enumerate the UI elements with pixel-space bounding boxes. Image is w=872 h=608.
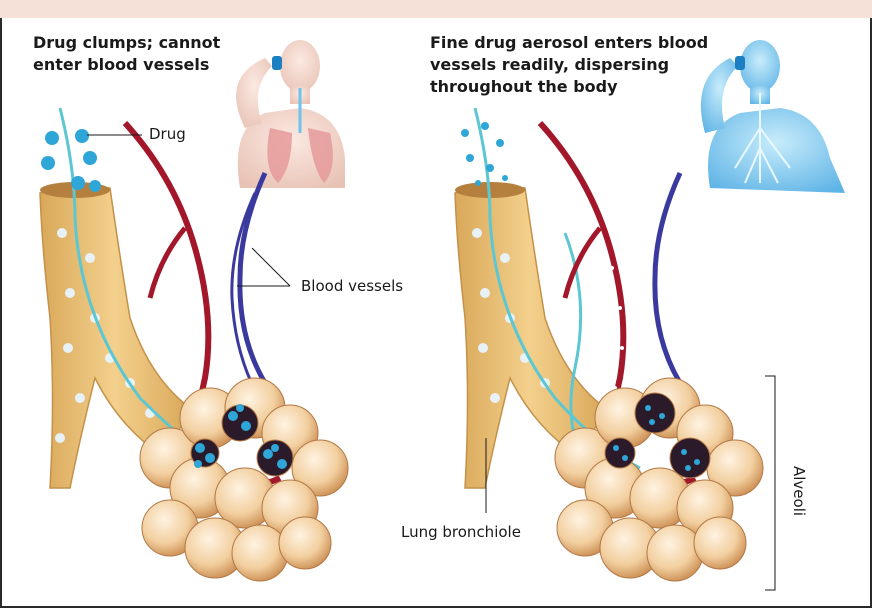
artery-branch-right [565, 228, 600, 298]
left-caption-line-2: enter blood vessels [33, 54, 220, 76]
right-caption: Fine drug aerosol enters blood vessels r… [430, 32, 708, 98]
alveoli-bracket [765, 376, 775, 590]
left-caption-line-1: Drug clumps; cannot [33, 32, 220, 54]
lung-bronchiole-label: Lung bronchiole [401, 523, 521, 541]
illustration [0, 18, 872, 608]
vein-right [655, 173, 690, 398]
drug-label: Drug [149, 125, 186, 143]
right-caption-line-3: throughout the body [430, 76, 708, 98]
vessels-leader-line-1 [252, 248, 290, 286]
left-caption: Drug clumps; cannot enter blood vessels [33, 32, 220, 76]
alveoli-label: Alveoli [790, 466, 808, 516]
right-caption-line-1: Fine drug aerosol enters blood [430, 32, 708, 54]
right-caption-line-2: vessels readily, dispersing [430, 54, 708, 76]
human-figure-left [236, 40, 345, 188]
human-figure-right [701, 40, 845, 193]
artery-branch-left [150, 228, 185, 298]
header-band [0, 0, 872, 18]
blood-vessels-label: Blood vessels [301, 277, 403, 295]
